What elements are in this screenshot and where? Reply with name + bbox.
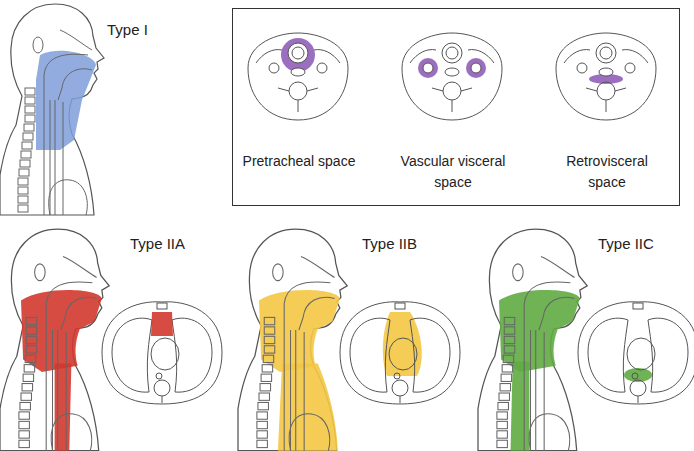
- infection-region: [278, 364, 338, 451]
- body-silhouette: [478, 229, 587, 451]
- anatomy-lines: [19, 257, 97, 451]
- label-holder: Vascular visceral space: [393, 151, 513, 193]
- body-silhouette: [0, 4, 104, 215]
- figure-type-i: [0, 4, 104, 215]
- label-holder: Pretracheal space: [224, 151, 374, 172]
- neck-section: [556, 33, 656, 120]
- infection-region: [151, 312, 173, 336]
- neck-vascular-visceral: [402, 33, 502, 120]
- infection-region: [21, 290, 102, 372]
- label-holder: Type IIB: [362, 233, 417, 256]
- space-label: Pretracheal space: [224, 151, 374, 172]
- body-silhouette: [0, 229, 109, 451]
- neck-section: [402, 33, 502, 120]
- type-label: Type IIC: [598, 233, 654, 256]
- thorax-section: [578, 302, 694, 404]
- space-label: Vascular visceral space: [393, 151, 513, 193]
- space-label: Retrovisceral space: [547, 151, 667, 193]
- figure-type-iia: [0, 229, 109, 451]
- neck-section: [248, 33, 348, 120]
- thorax-type-iic: [578, 302, 694, 404]
- figure-type-iib: [238, 229, 347, 451]
- thorax-section: [340, 302, 460, 404]
- infection-region: [499, 290, 580, 372]
- type-label: Type IIA: [130, 233, 185, 256]
- neck-retrovisceral: [556, 33, 656, 120]
- inset-panel: Pretracheal spaceVascular visceral space…: [232, 8, 680, 206]
- neck-pretracheal: [248, 33, 348, 120]
- infection-region: [259, 290, 340, 372]
- body-silhouette: [238, 229, 347, 451]
- anatomy-lines: [497, 257, 575, 451]
- thorax-type-iib: [340, 302, 460, 404]
- infection-region: [55, 364, 72, 451]
- label-holder: Type IIC: [598, 233, 654, 256]
- type-label: Type I: [107, 19, 148, 42]
- infection-region: [383, 312, 422, 376]
- infection-region: [511, 362, 530, 451]
- infection-region: [36, 51, 96, 150]
- anatomy-lines: [18, 30, 92, 215]
- label-holder: Retrovisceral space: [547, 151, 667, 193]
- anatomy-lines: [257, 257, 335, 451]
- label-holder: Type I: [107, 19, 148, 42]
- thorax-section: [102, 302, 222, 404]
- type-label: Type IIB: [362, 233, 417, 256]
- thorax-type-iia: [102, 302, 222, 404]
- label-holder: Type IIA: [130, 233, 185, 256]
- figure-type-iic: [478, 229, 587, 451]
